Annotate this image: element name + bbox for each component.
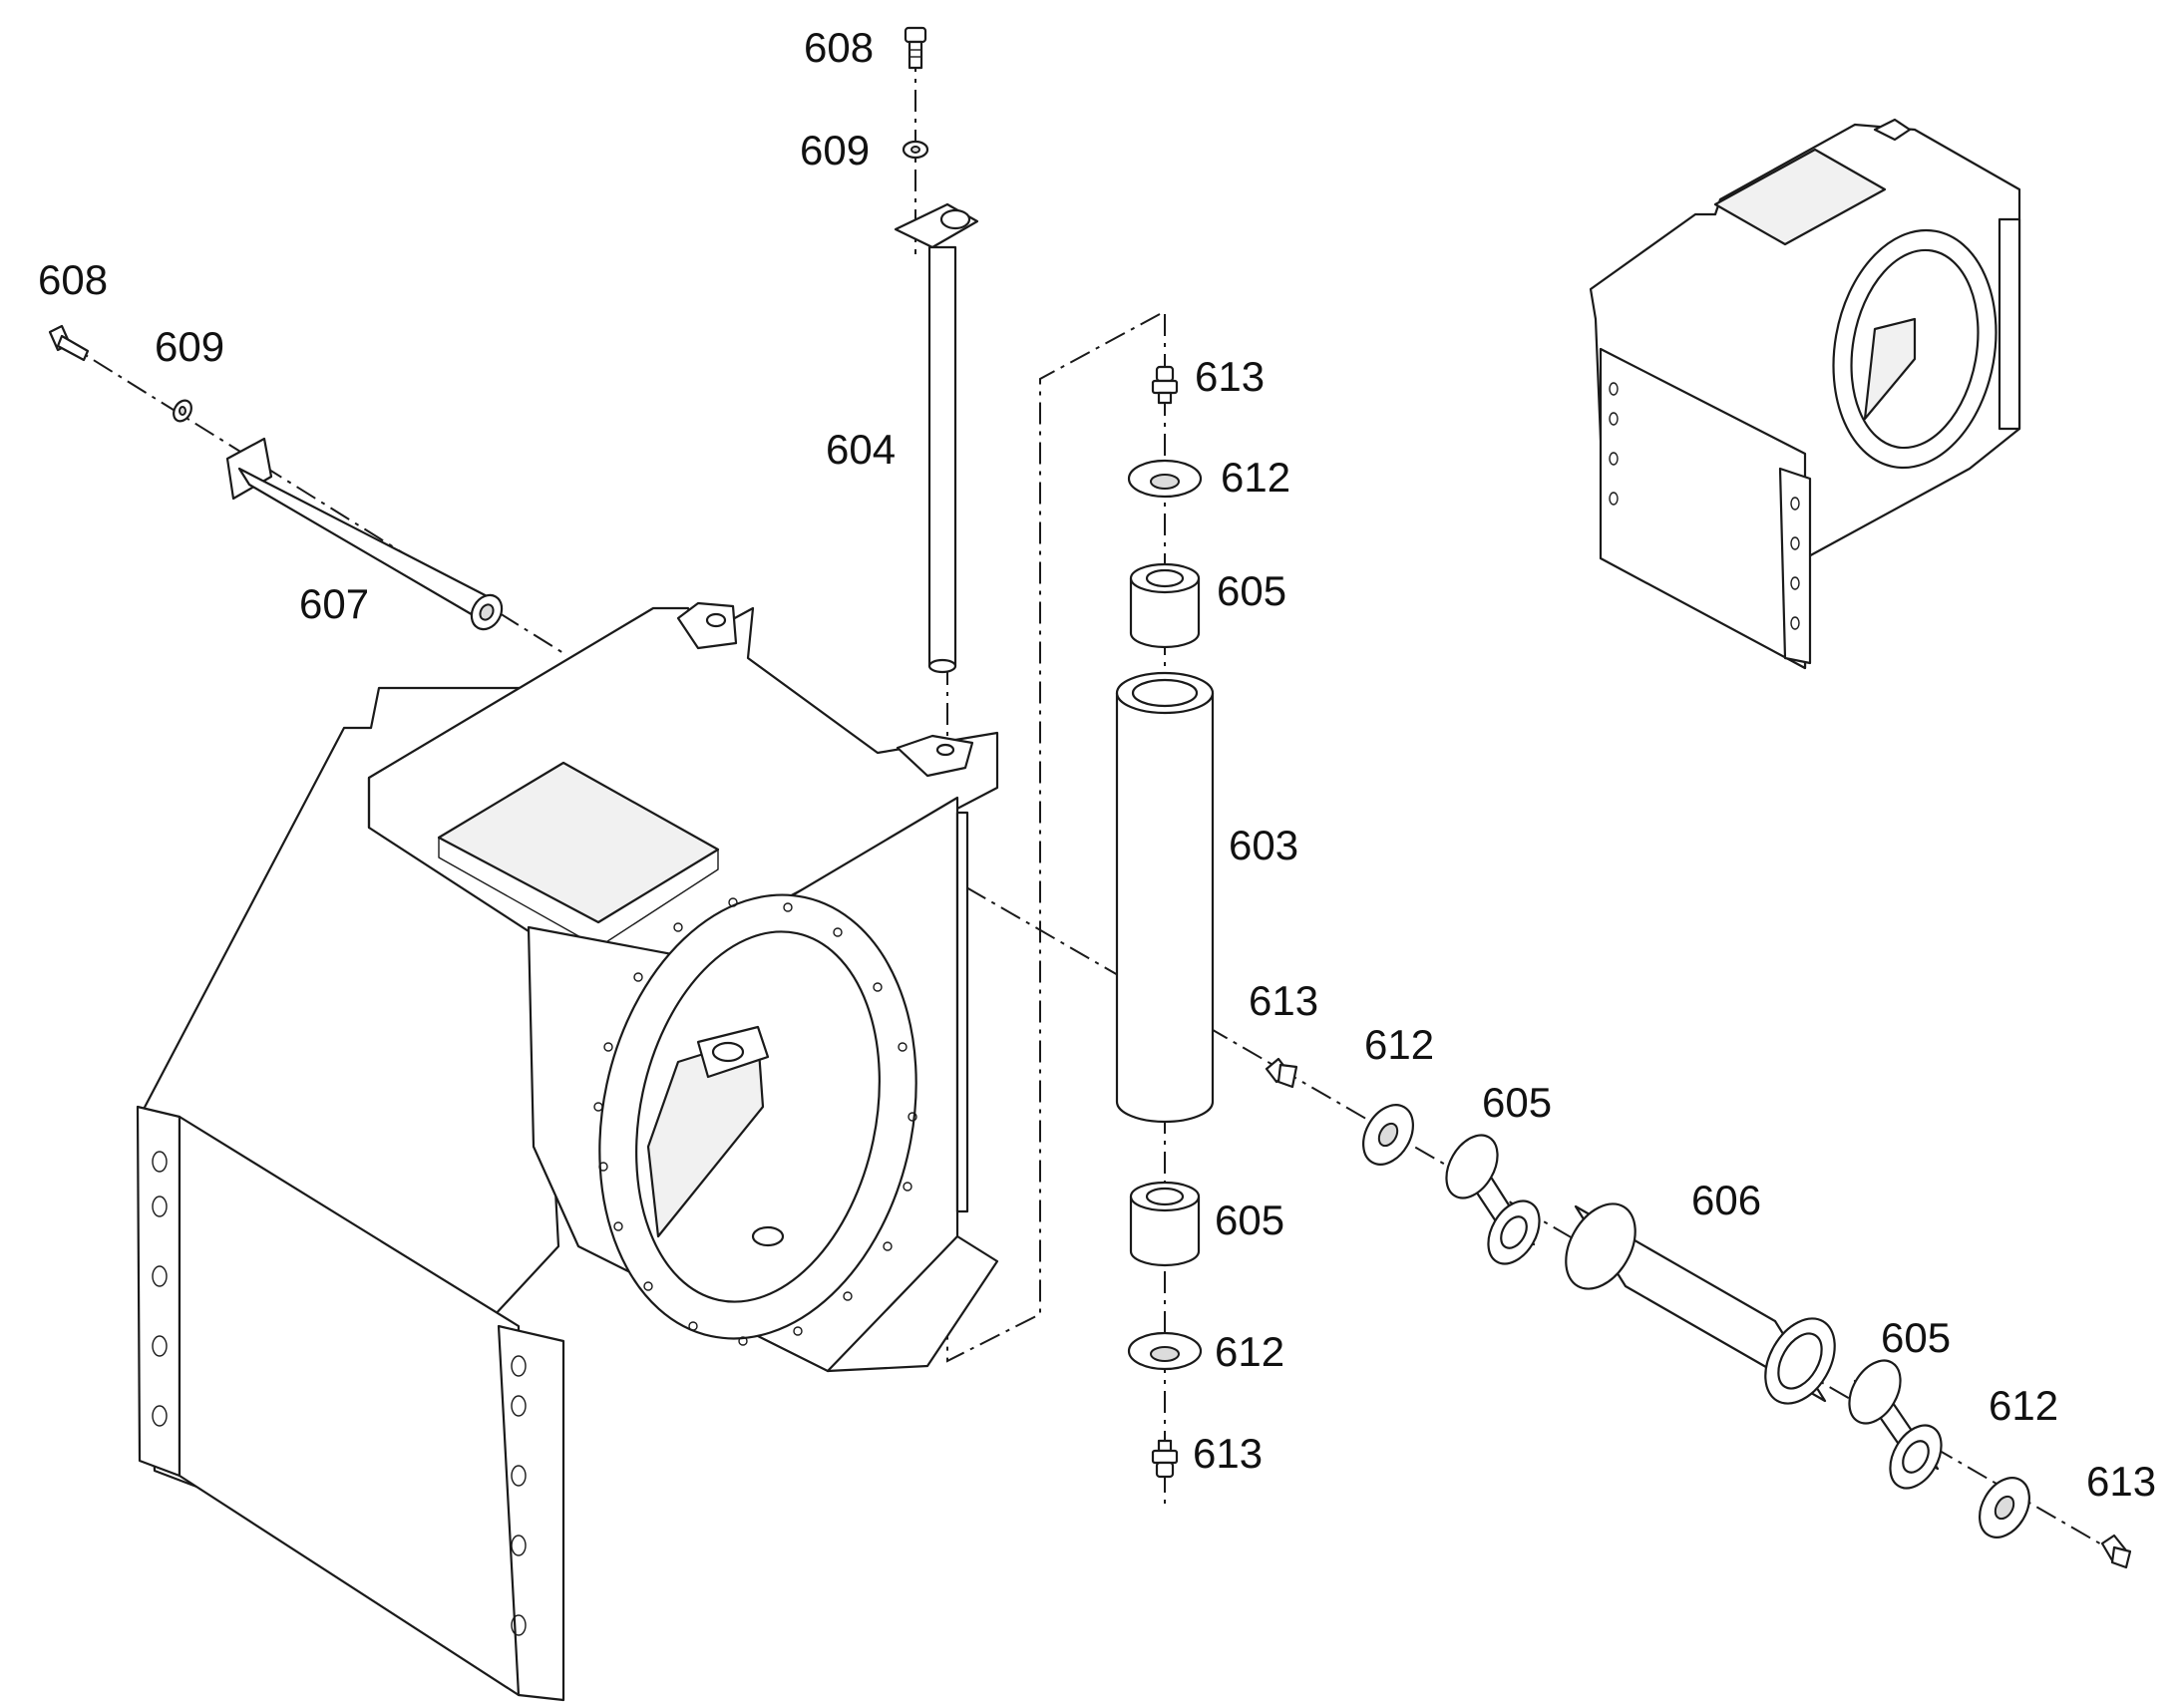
- label-613-top: 613: [1195, 353, 1265, 400]
- label-605-mid: 605: [1482, 1079, 1552, 1126]
- label-603: 603: [1229, 822, 1298, 868]
- reference-view-housing: [1589, 118, 2021, 670]
- grease-fitting-613-right: [2100, 1534, 2132, 1569]
- main-housing: [136, 601, 999, 1702]
- label-606: 606: [1691, 1177, 1761, 1223]
- grease-fitting-613-mid: [1265, 1057, 1298, 1089]
- label-613-mid: 613: [1249, 977, 1318, 1024]
- washer-612-right: [1979, 1477, 2030, 1538]
- label-612-right: 612: [1989, 1382, 2058, 1429]
- washer-612-bottom: [1127, 1331, 1203, 1371]
- grease-fitting-613-bottom: [1151, 1439, 1179, 1479]
- pin-607: [225, 437, 504, 631]
- bolt-608-top: [904, 26, 927, 70]
- label-607: 607: [299, 580, 369, 627]
- label-613-right: 613: [2086, 1458, 2156, 1505]
- pin-604: [894, 202, 979, 674]
- tube-603: [1115, 671, 1215, 1124]
- bushing-605-top: [1129, 562, 1201, 649]
- label-612-mid: 612: [1364, 1021, 1434, 1068]
- label-612-bottom: 612: [1215, 1328, 1284, 1375]
- label-604: 604: [826, 426, 896, 473]
- tube-606: [1565, 1202, 1836, 1405]
- bushing-605-mid: [1445, 1134, 1541, 1265]
- label-609-left: 609: [155, 323, 224, 370]
- bolt-608-left: [48, 324, 90, 362]
- label-605-bottom: 605: [1215, 1196, 1284, 1243]
- washer-609-left: [173, 399, 192, 423]
- label-605-top: 605: [1217, 567, 1286, 614]
- grease-fitting-613-top: [1151, 365, 1179, 405]
- label-612-top: 612: [1221, 454, 1290, 501]
- bushing-605-right: [1848, 1359, 1943, 1490]
- washer-609-top: [902, 140, 929, 160]
- label-613-bottom: 613: [1193, 1430, 1263, 1477]
- label-608-left: 608: [38, 256, 108, 303]
- washer-612-top: [1127, 459, 1203, 499]
- callout-labels: 608 609 604 608 609 607 613 612 605 603 …: [38, 24, 2156, 1505]
- washer-612-mid: [1362, 1104, 1414, 1166]
- label-608-top: 608: [804, 24, 874, 71]
- label-605-right: 605: [1881, 1314, 1951, 1361]
- bushing-605-bottom: [1129, 1181, 1201, 1267]
- label-609-top: 609: [800, 127, 870, 173]
